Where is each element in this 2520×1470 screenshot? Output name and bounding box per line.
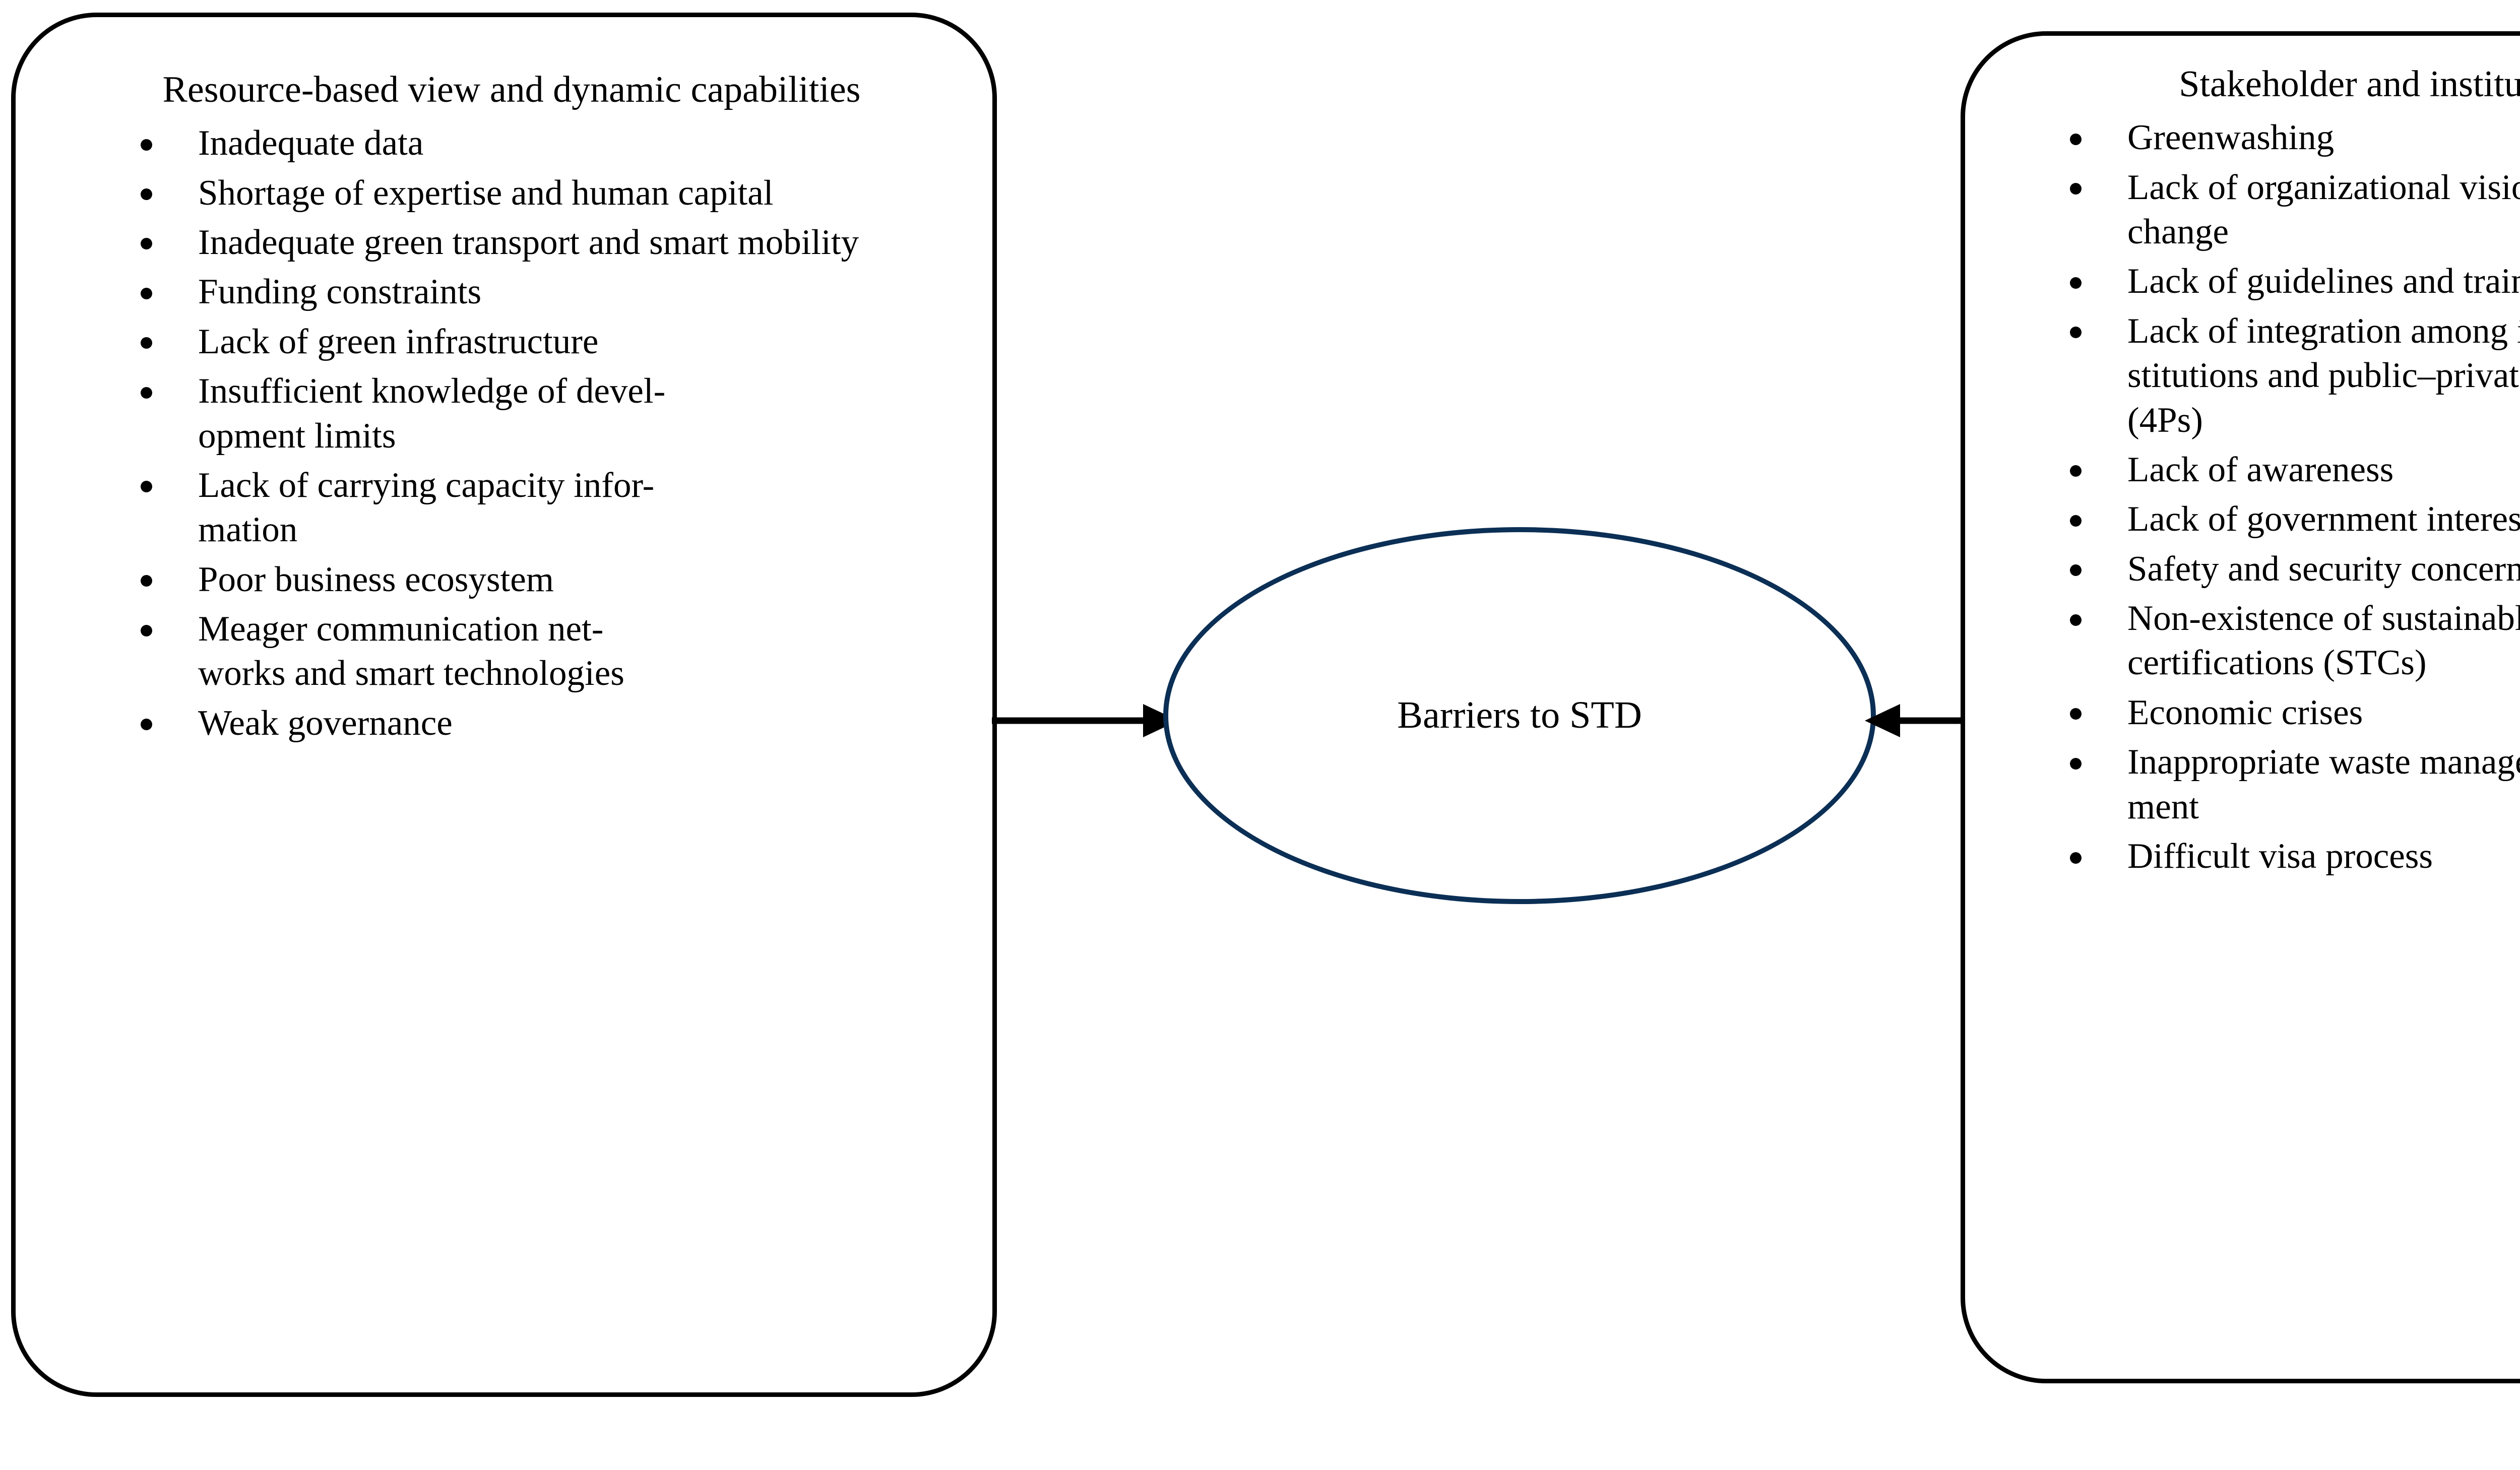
list-item: Shortage of expertise and human capital [127,171,917,215]
list-item: Inadequate data [127,121,917,165]
bullet-dot-icon [141,188,152,201]
bullet-dot-icon [2070,465,2082,477]
connector-left-to-center [992,695,1178,746]
bullet-dot-icon [2070,183,2082,195]
center-node-label: Barriers to STD [1397,694,1642,737]
list-item-label: Meager communication net- works and smar… [198,609,624,693]
right-panel-bullet-list: Greenwashing Lack of organizational visi… [2056,115,2520,878]
list-item-label: Lack of government interest [2127,499,2520,539]
list-item-label: Safety and security concerns [2127,549,2520,589]
right-panel-content: Stakeholder and institutional theory Gre… [1965,36,2520,883]
left-theory-panel: Resource-based view and dynamic capabili… [11,13,997,1397]
bullet-dot-icon [2070,277,2082,289]
bullet-dot-icon [141,719,152,731]
list-item: Weak governance [127,701,917,745]
bullet-dot-icon [2070,515,2082,527]
bullet-dot-icon [2070,708,2082,720]
list-item-label: Weak governance [198,703,453,743]
list-item: Meager communication net- works and smar… [127,607,917,696]
right-theory-panel: Stakeholder and institutional theory Gre… [1961,31,2520,1383]
bullet-dot-icon [2070,133,2082,145]
list-item-label: Funding constraints [198,272,482,312]
list-item: Economic crises [2056,690,2520,735]
bullet-dot-icon [141,238,152,250]
list-item: Lack of integration among in- stitutions… [2056,309,2520,442]
bullet-dot-icon [2070,614,2082,626]
list-item: Lack of organizational vision and resist… [2056,165,2520,254]
bullet-dot-icon [2070,327,2082,339]
bullet-dot-icon [141,287,152,299]
list-item-label: Lack of carrying capacity infor- mation [198,465,655,550]
list-item: Lack of carrying capacity infor- mation [127,463,917,552]
list-item-label: Poor business ecosystem [198,559,554,599]
bullet-dot-icon [141,139,152,151]
list-item-label: Greenwashing [2127,118,2335,158]
list-item-label: Shortage of expertise and human capital [198,173,774,213]
list-item: Poor business ecosystem [127,557,917,602]
list-item: Inappropriate waste manage- ment [2056,740,2520,829]
left-panel-bullet-list: Inadequate data Shortage of expertise an… [127,121,917,745]
list-item-label: Lack of integration among in- stitutions… [2127,311,2520,440]
list-item-label: Difficult visa process [2127,837,2433,876]
list-item: Funding constraints [127,270,917,314]
list-item-label: Inappropriate waste manage- ment [2127,742,2520,826]
list-item: Lack of awareness [2056,448,2520,492]
bullet-dot-icon [141,337,152,349]
list-item-label: Economic crises [2127,692,2363,732]
list-item: Insufficient knowledge of devel- opment … [127,369,917,458]
bullet-dot-icon [2070,852,2082,864]
list-item: Lack of government interest [2056,497,2520,541]
bullet-dot-icon [141,387,152,399]
bullet-dot-icon [141,481,152,493]
bullet-dot-icon [141,575,152,587]
list-item-label: Non-existence of sustainable tourism cer… [2127,599,2520,683]
left-panel-title: Resource-based view and dynamic capabili… [162,69,861,110]
list-item: Inadequate green transport and smart mob… [127,220,917,265]
list-item: Safety and security concerns [2056,547,2520,591]
list-item: Lack of guidelines and training [2056,259,2520,303]
bullet-dot-icon [2070,757,2082,770]
list-item-label: Insufficient knowledge of devel- opment … [198,371,666,456]
list-item: Greenwashing [2056,115,2520,160]
bullet-dot-icon [141,624,152,636]
list-item-label: Inadequate green transport and smart mob… [198,222,859,262]
list-item-label: Lack of green infrastructure [198,322,599,361]
list-item: Difficult visa process [2056,834,2520,878]
bullet-dot-icon [2070,564,2082,577]
left-panel-content: Resource-based view and dynamic capabili… [16,17,992,750]
right-panel-title: Stakeholder and institutional theory [2179,63,2520,105]
list-item-label: Inadequate data [198,123,424,163]
center-node-ellipse: Barriers to STD [1163,527,1876,904]
list-item-label: Lack of organizational vision and resist… [2127,167,2520,251]
list-item: Non-existence of sustainable tourism cer… [2056,596,2520,685]
list-item-label: Lack of guidelines and training [2127,262,2520,301]
list-item-label: Lack of awareness [2127,450,2394,489]
list-item: Lack of green infrastructure [127,319,917,364]
